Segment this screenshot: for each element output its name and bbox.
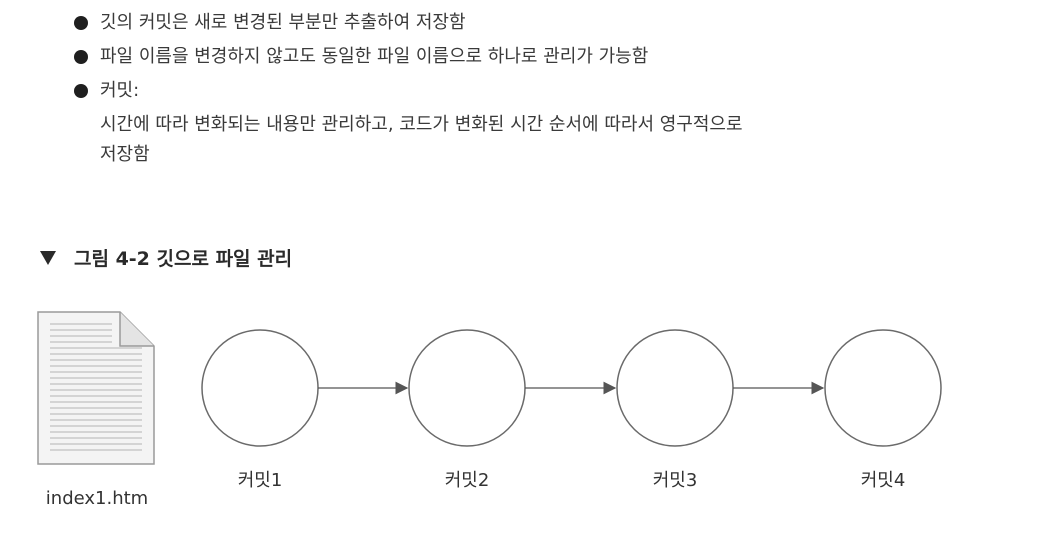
bullet-dot-icon <box>74 50 88 64</box>
commit-node-1 <box>201 329 319 447</box>
commit-label-3: 커밋3 <box>652 470 698 491</box>
commit-node-3 <box>616 329 734 447</box>
bullet-item: 깃의 커밋은 새로 변경된 부분만 추출하여 저장함 <box>72 6 1032 40</box>
bullet-text: 커밋: <box>100 80 140 101</box>
figure-caption: 그림 4-2 깃으로 파일 관리 <box>40 244 292 271</box>
bullet-subtext: 저장함 <box>100 144 150 165</box>
commit-node-4 <box>824 329 942 447</box>
bullet-item: 파일 이름을 변경하지 않고도 동일한 파일 이름으로 하나로 관리가 가능함 <box>72 40 1032 74</box>
commit-node-2 <box>408 329 526 447</box>
figure-caption-text: 그림 4-2 깃으로 파일 관리 <box>74 248 293 270</box>
commit-diagram: index1.htm 커밋1 커밋2 커밋3 커밋4 <box>0 300 1061 540</box>
triangle-down-icon <box>40 250 56 265</box>
bullet-subtext: 시간에 따라 변화되는 내용만 관리하고, 코드가 변화된 시간 순서에 따라서… <box>100 114 743 135</box>
diagram-canvas <box>37 311 942 465</box>
bullet-text: 깃의 커밋은 새로 변경된 부분만 추출하여 저장함 <box>100 12 466 33</box>
bullet-list: 깃의 커밋은 새로 변경된 부분만 추출하여 저장함 파일 이름을 변경하지 않… <box>72 6 1032 170</box>
file-name-label: index1.htm <box>45 488 149 509</box>
bullet-dot-icon <box>74 84 88 98</box>
commit-label-1: 커밋1 <box>237 470 283 491</box>
file-document-icon <box>37 311 155 465</box>
bullet-item: 커밋: 시간에 따라 변화되는 내용만 관리하고, 코드가 변화된 시간 순서에… <box>72 74 1032 170</box>
commit-label-2: 커밋2 <box>444 470 490 491</box>
bullet-dot-icon <box>74 16 88 30</box>
bullet-text: 파일 이름을 변경하지 않고도 동일한 파일 이름으로 하나로 관리가 가능함 <box>100 46 649 67</box>
commit-label-4: 커밋4 <box>860 470 906 491</box>
